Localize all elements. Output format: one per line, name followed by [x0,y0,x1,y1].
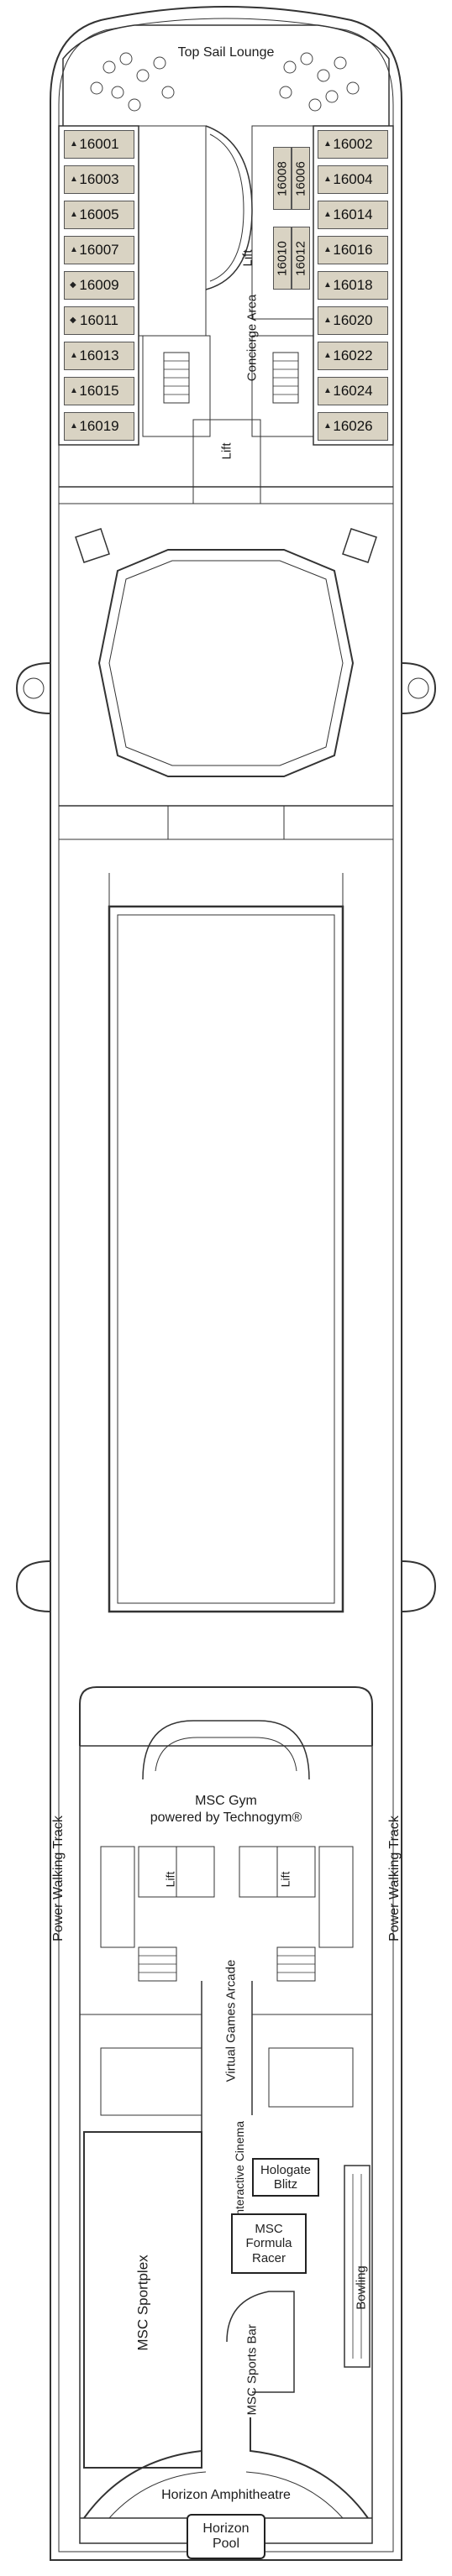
cabin-16015[interactable]: ▲16015 [64,377,134,405]
cabin-16005[interactable]: ▲16005 [64,201,134,229]
cabin-16014[interactable]: ▲16014 [318,201,388,229]
cabin-16008[interactable]: 16008 [273,147,292,210]
cabin-16018[interactable]: ▲16018 [318,271,388,300]
power-walking-track-right-label[interactable]: Power Walking Track [387,1816,402,1941]
virtual-games-arcade-label[interactable]: Virtual Games Arcade [223,1959,239,2082]
hologate-blitz[interactable]: Hologate Blitz [252,2158,319,2197]
cabin-16004[interactable]: ▲16004 [318,165,388,194]
horizon-pool-line2: Pool [212,2537,240,2551]
cabin-16006[interactable]: 16006 [292,147,310,210]
formula-racer-line3: Racer [251,2250,286,2265]
lift-label-forward: Lift [240,249,255,267]
bowling-label[interactable]: Bowling [354,2265,369,2310]
cabin-16022[interactable]: ▲16022 [318,342,388,370]
power-walking-track-left-label[interactable]: Power Walking Track [51,1816,66,1941]
hull-outline [50,6,402,2561]
horizon-pool[interactable]: Horizon Pool [187,2514,265,2559]
hologate-blitz-line1: Hologate [260,2162,312,2177]
formula-racer-line2: Formula [245,2236,292,2251]
cabin-16011[interactable]: ◆16011 [64,306,134,335]
cabin-16007[interactable]: ▲16007 [64,236,134,264]
cabin-16013[interactable]: ▲16013 [64,342,134,370]
concierge-area-label[interactable]: Concierge Area [244,294,260,382]
lift-label-forward-2: Lift [219,442,234,460]
msc-formula-racer[interactable]: MSC Formula Racer [231,2213,307,2274]
horizon-amphitheatre-label[interactable]: Horizon Amphitheatre [161,2488,291,2502]
cabin-16012[interactable]: 16012 [292,227,310,290]
cabin-16003[interactable]: ▲16003 [64,165,134,194]
cabin-16009[interactable]: ◆16009 [64,271,134,300]
cabin-16010[interactable]: 16010 [273,227,292,290]
cabin-16002[interactable]: ▲16002 [318,130,388,159]
msc-gym-label[interactable]: MSC Gym [195,1794,257,1808]
lift-label-gym-right: Lift [278,1871,292,1888]
cabin-16024[interactable]: ▲16024 [318,377,388,405]
hologate-blitz-line2: Blitz [273,2177,298,2192]
msc-gym-sponsor-label: powered by Technogym® [150,1811,302,1825]
msc-sportplex-label[interactable]: MSC Sportplex [134,2255,151,2351]
top-sail-lounge-label[interactable]: Top Sail Lounge [177,45,275,60]
cabin-16016[interactable]: ▲16016 [318,236,388,264]
msc-sports-bar-label[interactable]: MSC Sports Bar [244,2324,260,2416]
formula-racer-line1: MSC [255,2222,283,2237]
cabin-16001[interactable]: ▲16001 [64,130,134,159]
cabin-16026[interactable]: ▲16026 [318,412,388,441]
horizon-pool-line1: Horizon [202,2521,250,2536]
lift-label-gym-left: Lift [163,1871,177,1888]
cabin-16020[interactable]: ▲16020 [318,306,388,335]
cabin-16019[interactable]: ▲16019 [64,412,134,441]
